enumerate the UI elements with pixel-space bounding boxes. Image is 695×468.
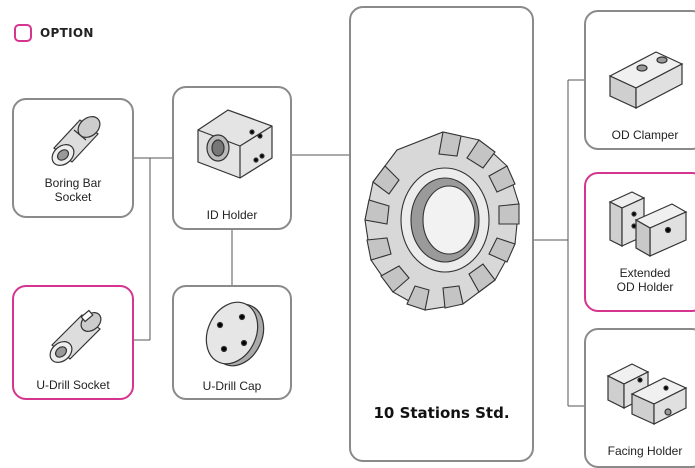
- extended-od-holder-image: [602, 184, 690, 264]
- turret-card: 10 Stations Std.: [349, 6, 534, 462]
- boring-bar-socket-image: [40, 108, 110, 168]
- option-legend: OPTION: [14, 24, 94, 42]
- facing-holder-card: Facing Holder: [584, 328, 695, 468]
- u-drill-cap-label: U-Drill Cap: [174, 379, 290, 393]
- facing-holder-label: Facing Holder: [586, 444, 695, 458]
- u-drill-cap-image: [196, 295, 272, 373]
- boring-bar-socket-label: Boring Bar Socket: [14, 176, 132, 204]
- option-legend-label: OPTION: [40, 26, 94, 40]
- turret-label: 10 Stations Std.: [351, 404, 532, 422]
- extended-od-holder-label: Extended OD Holder: [586, 266, 695, 294]
- od-clamper-label: OD Clamper: [586, 128, 695, 142]
- u-drill-cap-card: U-Drill Cap: [172, 285, 292, 400]
- boring-bar-socket-card: Boring Bar Socket: [12, 98, 134, 218]
- id-holder-image: [188, 100, 280, 184]
- turret-image: [361, 126, 526, 316]
- id-holder-label: ID Holder: [174, 208, 290, 222]
- u-drill-socket-card: U-Drill Socket: [12, 285, 134, 400]
- facing-holder-image: [602, 354, 692, 430]
- u-drill-socket-label: U-Drill Socket: [14, 378, 132, 392]
- od-clamper-image: [604, 42, 688, 114]
- option-legend-swatch: [14, 24, 32, 42]
- od-clamper-card: OD Clamper: [584, 10, 695, 150]
- u-drill-socket-image: [38, 301, 112, 365]
- id-holder-card: ID Holder: [172, 86, 292, 230]
- extended-od-holder-card: Extended OD Holder: [584, 172, 695, 312]
